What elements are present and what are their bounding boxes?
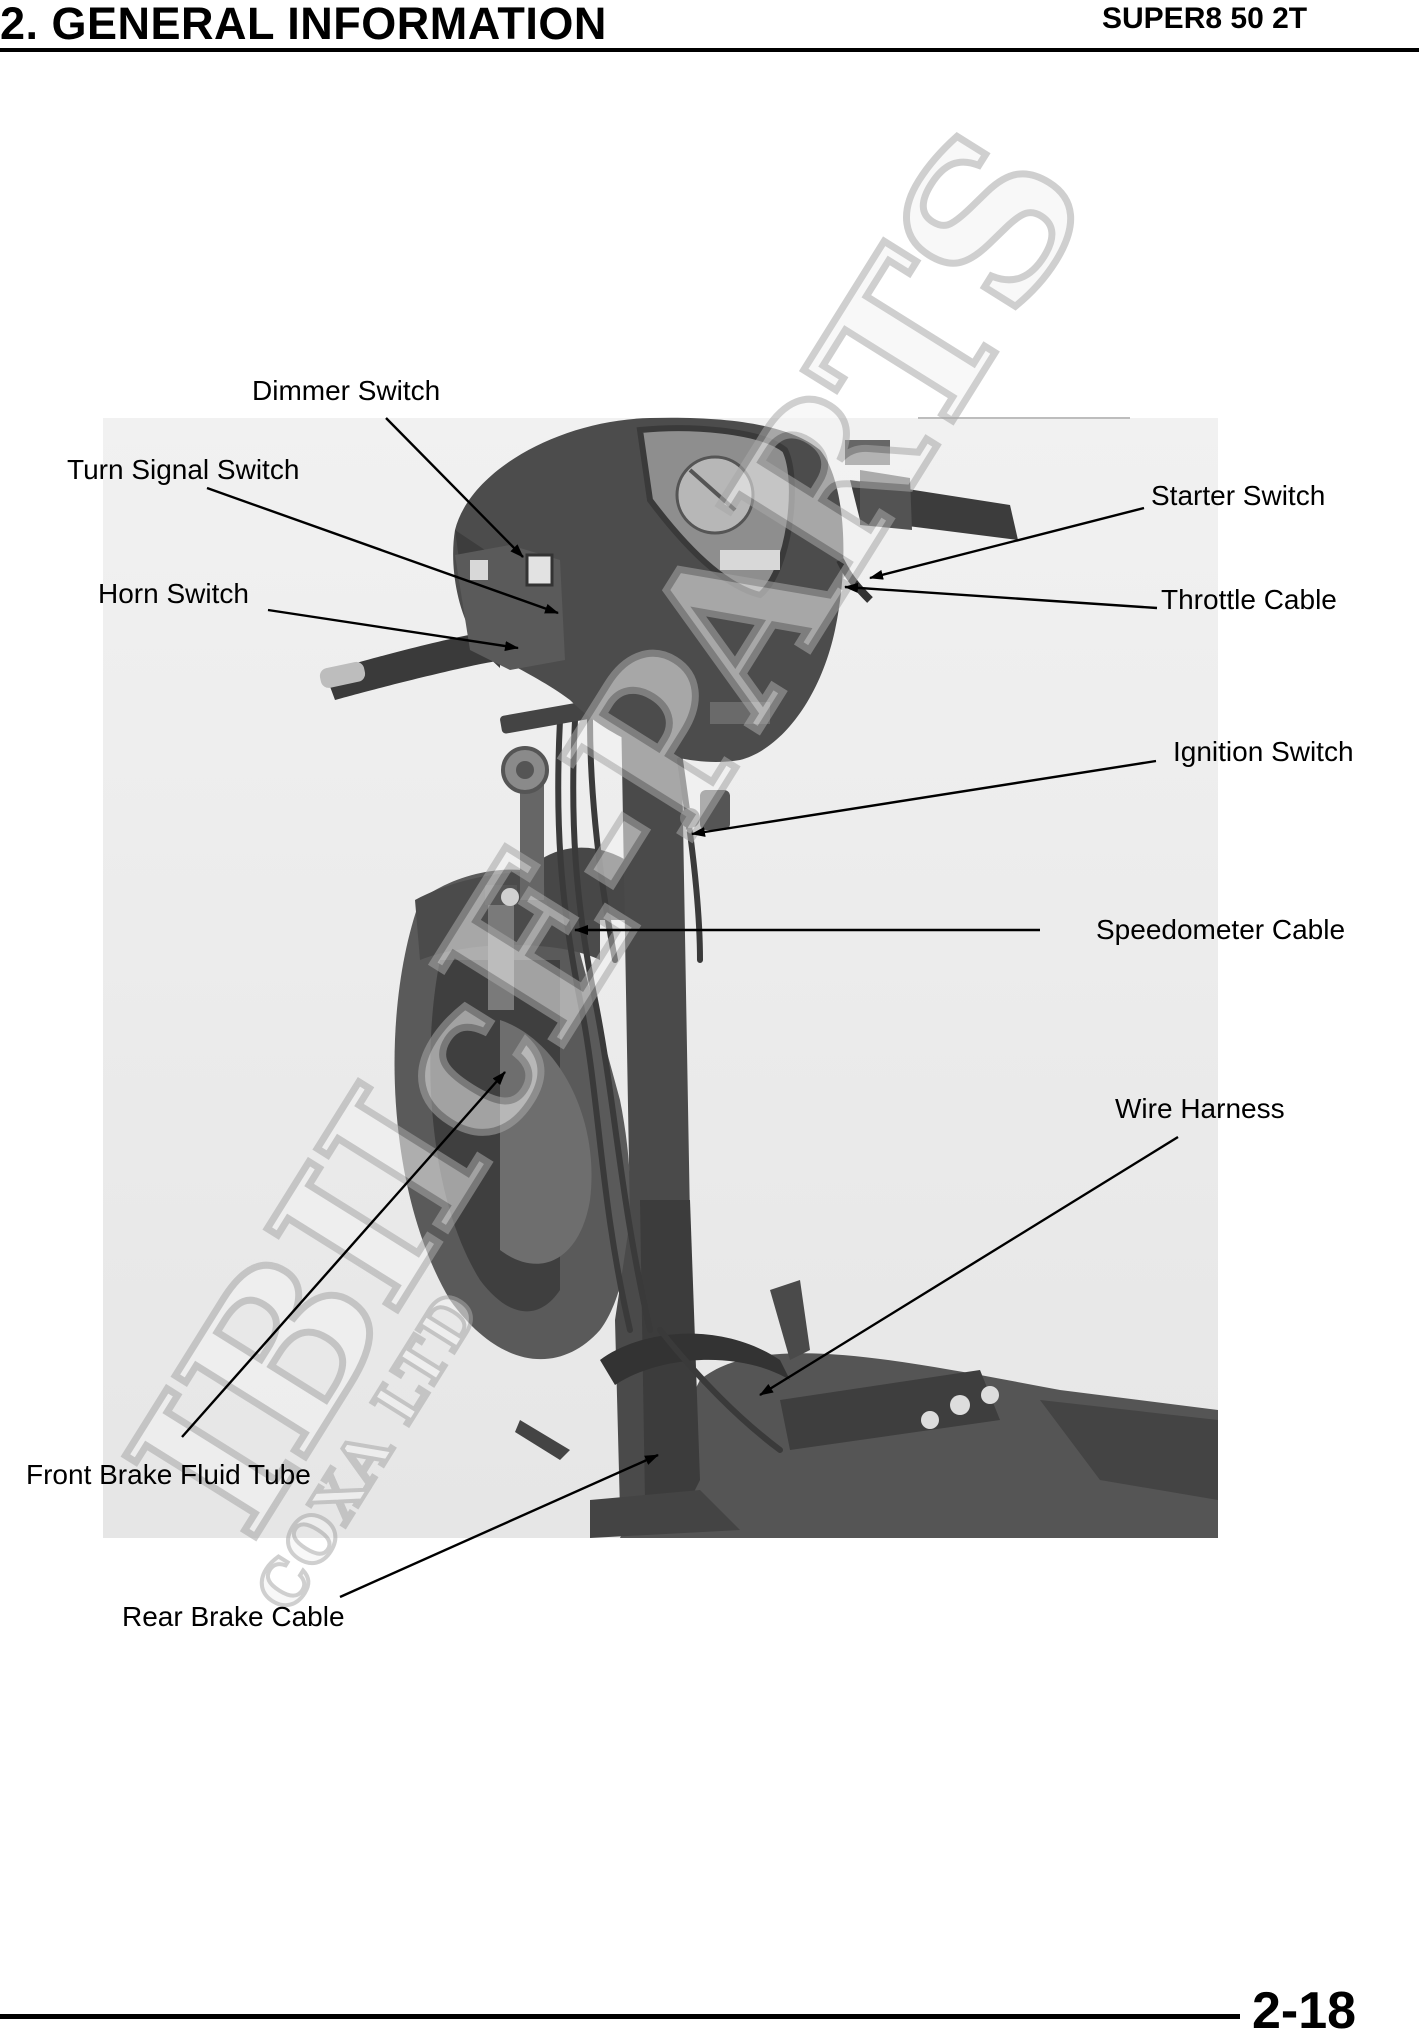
label-ignition-switch: Ignition Switch <box>1173 736 1354 767</box>
front-wheel <box>394 847 640 1360</box>
section-title: 2. GENERAL INFORMATION <box>0 0 607 49</box>
label-throttle-cable: Throttle Cable <box>1161 584 1337 615</box>
label-dimmer-switch: Dimmer Switch <box>252 375 441 406</box>
label-turn-signal-switch: Turn Signal Switch <box>67 454 300 485</box>
arrow-dimmer-switch <box>385 417 524 558</box>
label-starter-switch: Starter Switch <box>1151 480 1326 511</box>
handlebar-cover <box>453 417 844 762</box>
steering-stem <box>590 650 790 1538</box>
arrow-front-brake-fluid-tube <box>181 1071 506 1438</box>
label-wire-harness: Wire Harness <box>1115 1093 1285 1124</box>
footer-divider <box>0 2014 1240 2019</box>
label-front-brake-fluid-tube: Front Brake Fluid Tube <box>26 1459 311 1490</box>
label-rear-brake-cable: Rear Brake Cable <box>122 1601 345 1632</box>
ignition-area <box>500 694 730 830</box>
arrow-wire-harness <box>759 1135 1179 1397</box>
model-name: SUPER8 50 2T <box>1102 2 1308 35</box>
arrow-throttle-cable <box>844 582 1158 610</box>
rear-frame <box>515 1280 1218 1538</box>
arrow-horn-switch <box>267 608 519 651</box>
arrow-starter-switch <box>869 506 1145 580</box>
left-handlebar <box>319 545 565 700</box>
callout-arrows <box>181 417 1179 1599</box>
label-speedometer-cable: Speedometer Cable <box>1096 914 1346 945</box>
arrow-ignition-switch <box>691 759 1157 837</box>
arrow-turn-signal-switch <box>206 486 559 615</box>
label-horn-switch: Horn Switch <box>98 578 249 609</box>
arrow-rear-brake-cable <box>339 1453 659 1599</box>
page-number: 2-18 <box>1252 1982 1357 2040</box>
header-divider <box>0 48 1419 52</box>
